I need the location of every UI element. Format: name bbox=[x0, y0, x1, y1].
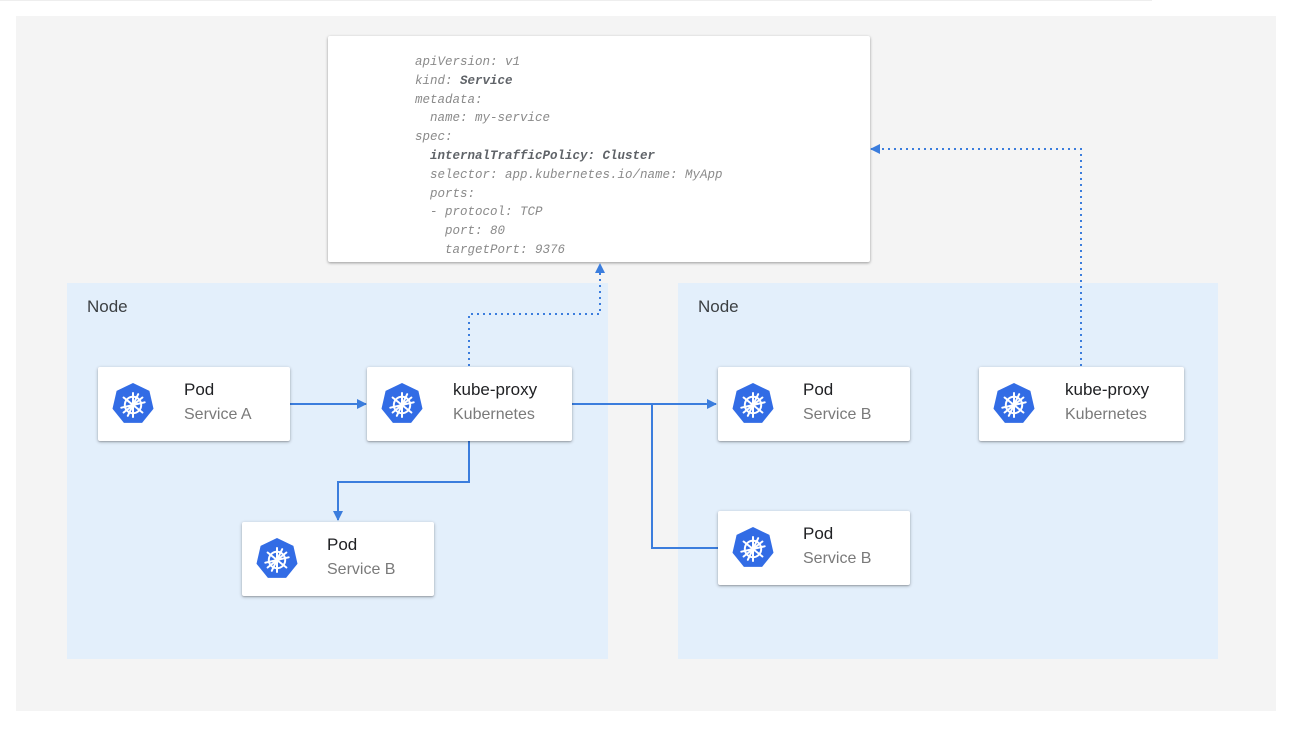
card-title: kube-proxy bbox=[453, 380, 538, 399]
kubernetes-icon bbox=[380, 382, 424, 426]
yaml-line: targetPort: 9376 bbox=[415, 242, 566, 257]
kubernetes-icon bbox=[731, 382, 775, 426]
card-subtitle: Service B bbox=[327, 561, 396, 578]
yaml-line: ports: bbox=[415, 186, 476, 201]
card-subtitle: Service A bbox=[184, 406, 252, 423]
card-kube-proxy-left[interactable]: kube-proxy Kubernetes bbox=[367, 367, 572, 441]
yaml-line: apiVersion: v1 bbox=[415, 55, 521, 69]
node-label: Node bbox=[698, 297, 739, 316]
yaml-line: selector: app.kubernetes.io/name: MyApp bbox=[415, 167, 723, 182]
card-title: Pod bbox=[327, 535, 358, 554]
kubernetes-icon bbox=[992, 382, 1036, 426]
yaml-line: - protocol: TCP bbox=[415, 205, 543, 220]
node-label: Node bbox=[87, 297, 128, 316]
yaml-line: spec: bbox=[415, 130, 453, 145]
card-pod-service-b-right-top[interactable]: Pod Service B bbox=[718, 367, 910, 441]
yaml-code: apiVersion: v1 kind: Service metadata: nam… bbox=[415, 53, 723, 260]
card-subtitle: Service B bbox=[803, 550, 872, 567]
yaml-line: name: my-service bbox=[415, 111, 551, 126]
yaml-line: metadata: bbox=[415, 92, 483, 107]
kubernetes-icon bbox=[731, 526, 775, 570]
card-title: Pod bbox=[803, 524, 834, 543]
yaml-strong-value: Service bbox=[460, 73, 513, 88]
card-subtitle: Kubernetes bbox=[453, 406, 535, 423]
node-left: Node bbox=[67, 283, 608, 659]
kubernetes-icon bbox=[111, 382, 155, 426]
yaml-line: port: 80 bbox=[415, 224, 506, 239]
card-subtitle: Service B bbox=[803, 406, 872, 423]
service-manifest: apiVersion: v1 kind: Service metadata: nam… bbox=[328, 36, 870, 262]
yaml-line: kind: Service bbox=[415, 73, 513, 88]
arrow-proxy-to-podb-right-bottom bbox=[651, 404, 731, 553]
card-title: Pod bbox=[803, 380, 834, 399]
dotted-proxy-right-to-manifest bbox=[870, 144, 1082, 366]
card-pod-service-a[interactable]: Pod Service A bbox=[98, 367, 290, 441]
card-title: Pod bbox=[184, 380, 215, 399]
top-divider bbox=[0, 0, 1152, 1]
node-right: Node bbox=[678, 283, 1218, 659]
card-kube-proxy-right[interactable]: kube-proxy Kubernetes bbox=[979, 367, 1184, 441]
card-title: kube-proxy bbox=[1065, 380, 1150, 399]
card-pod-service-b-left[interactable]: Pod Service B bbox=[242, 522, 434, 596]
kubernetes-icon bbox=[255, 537, 299, 581]
arrow-proxy-to-podb-left bbox=[333, 441, 470, 521]
card-subtitle: Kubernetes bbox=[1065, 406, 1147, 423]
yaml-line: internalTrafficPolicy: Cluster bbox=[415, 148, 656, 163]
dotted-proxy-left-to-manifest bbox=[468, 263, 605, 366]
card-pod-service-b-right-bottom[interactable]: Pod Service B bbox=[718, 511, 910, 585]
